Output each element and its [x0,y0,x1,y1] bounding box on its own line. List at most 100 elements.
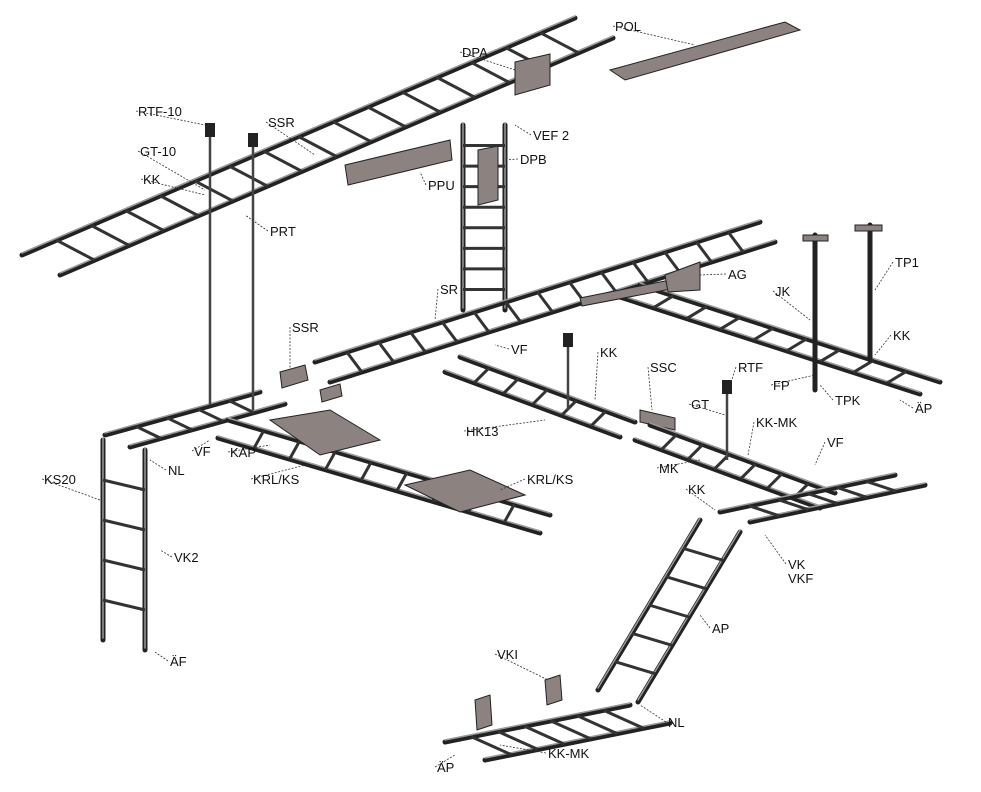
rail-edge [649,422,836,492]
rail-edge [217,435,541,532]
part-label: KK-MK [548,746,590,761]
part-label: VK [788,557,806,572]
part-label: VKF [788,571,813,586]
part-label: ÄP [437,760,454,775]
rung [648,603,690,619]
rung [819,348,841,363]
part-label: KAP [230,445,256,460]
ceiling-clamp [722,380,732,394]
part-label: VF [827,435,844,450]
rail-edge [719,472,896,511]
leader-line [419,171,427,186]
cover-krl-ks [403,469,527,513]
rung [102,558,146,572]
rung [719,316,741,331]
rung [228,164,269,188]
rung [576,714,618,735]
top-ladder-tray [19,15,616,278]
rung [228,399,255,414]
rung [470,735,513,757]
leader-line [699,614,711,629]
rung [504,301,522,323]
side-rail [102,389,263,438]
part-label: TPK [835,393,861,408]
rail-edge [21,15,576,254]
rung [401,90,441,114]
leader-line [729,366,737,386]
leader-line [494,653,549,681]
rung [159,194,199,218]
cover-pol [608,21,802,81]
rail-edge [619,294,921,393]
rung [865,479,897,493]
part-label: VF [194,444,211,459]
part-label: DPB [520,152,547,167]
rung [777,498,809,512]
part-label: RTF-10 [138,104,182,119]
leader-line [137,150,206,191]
leader-line [874,334,892,356]
leader-line [434,754,456,768]
rail-edge [597,517,701,689]
leader-line [639,704,667,723]
rung [523,724,565,746]
leader-line [612,25,696,46]
ks20-vertical-ladder [100,437,148,653]
part-label: RTF [738,360,763,375]
side-rail [442,702,633,745]
rung [531,388,549,406]
plate-dpa [514,53,551,96]
leader-line [819,384,834,401]
part-label: PRT [270,224,296,239]
rung [685,305,708,320]
leader-line [514,124,532,136]
leader-line [463,419,546,432]
leader-line [149,459,167,471]
leader-line [265,121,316,156]
rung [332,120,372,144]
leader-line [434,288,439,321]
leader-line [764,534,787,565]
leader-line [494,344,510,350]
rung [502,377,520,395]
leader-line [772,290,811,321]
lower-left-tray [102,389,288,450]
leader-line [135,110,206,126]
rung [807,492,838,505]
part-label: JK [775,284,791,299]
rung [614,660,656,676]
part-label: SSR [292,320,319,335]
leader-line [159,549,173,558]
rung [739,462,757,480]
rung [90,224,130,247]
rung [409,331,427,353]
leader-line [250,464,306,480]
leader-line [814,441,826,466]
bracket-vki [474,694,493,731]
part-label: AG [728,267,747,282]
part-label: VEF 2 [533,128,569,143]
side-rail [215,435,543,536]
part-label: GT [691,397,709,412]
rung [502,503,516,524]
rung [599,271,618,293]
rail-edge [639,282,941,381]
cover-krl-ks [268,409,382,456]
part-label: KK [893,328,911,343]
part-label: HK13 [466,424,499,439]
rung [297,135,338,158]
leader-line [499,478,526,491]
rung [55,238,96,262]
rung [686,443,704,461]
leader-line [191,439,211,452]
part-label: SSC [650,360,677,375]
rung [682,546,724,562]
part-label: PPU [428,178,455,193]
rung [885,369,908,385]
rung [497,730,539,751]
rung [652,294,675,310]
rung [395,472,409,492]
part-label: KRL/KS [253,472,300,487]
